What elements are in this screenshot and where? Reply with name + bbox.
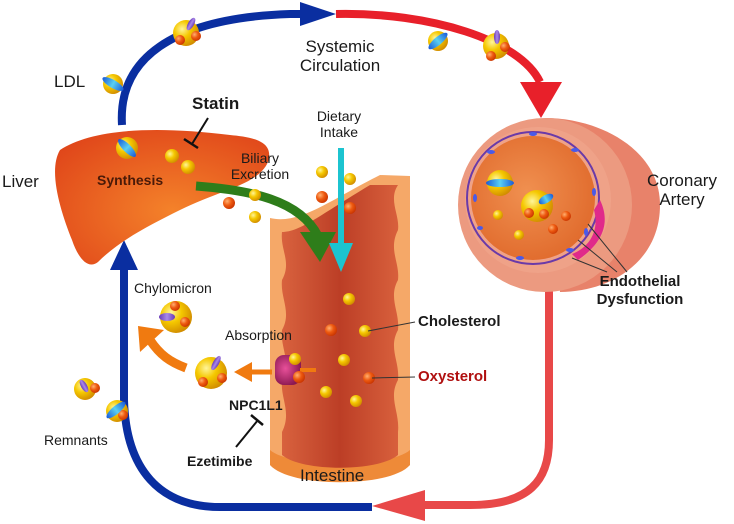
liver <box>55 130 270 265</box>
liver-label: Liver <box>2 172 39 191</box>
statin-label: Statin <box>192 94 240 113</box>
arrowhead-cyan <box>329 243 353 272</box>
nascent-chylomicron-particle <box>195 355 227 389</box>
ldl-particle-systemic <box>428 31 448 51</box>
ldl-label: LDL <box>54 72 86 91</box>
oxysterol-label: Oxysterol <box>418 368 488 385</box>
systemic-circulation-arrow-blue <box>117 10 308 126</box>
systemic-circulation-label: Systemic Circulation <box>299 37 381 75</box>
chylomicron-arrow <box>146 337 188 373</box>
cholesterol-pointer <box>367 321 416 332</box>
remnant-particle-1 <box>74 378 100 400</box>
dietary-intake-label: Dietary Intake <box>316 108 362 140</box>
oxysterol-pointer <box>371 376 416 379</box>
arrowhead-green <box>300 232 336 262</box>
vldl-particle-top <box>173 17 201 46</box>
cholesterol-label: Cholesterol <box>418 313 501 330</box>
biliary-excretion-arrow <box>195 181 323 239</box>
liver-ldl-particle <box>116 137 138 159</box>
arrowhead-red-bottom <box>372 490 425 521</box>
systemic-circulation-arrow-red <box>335 9 544 84</box>
biliary-excretion-label: Biliary Excretion <box>230 150 290 182</box>
endothelial-dysfunction-label: Endothelial Dysfunction <box>596 273 684 308</box>
ldl-particle <box>102 74 124 94</box>
ezetimibe-inhibition-line <box>235 419 259 448</box>
remnant-particle-2 <box>106 400 128 422</box>
ezetimibe-label: Ezetimibe <box>187 453 253 469</box>
vldl-particle-systemic <box>483 30 510 61</box>
statin-inhibition-line <box>191 117 209 145</box>
arrowhead-red-artery <box>520 82 562 118</box>
absorption-label: Absorption <box>225 327 292 343</box>
return-arrow-red <box>420 268 553 509</box>
synthesis-label: Synthesis <box>97 172 164 188</box>
absorption-arrowhead <box>234 362 252 382</box>
npc1l1-transporter <box>275 353 316 385</box>
ldl-particle-in-artery <box>486 170 514 196</box>
intestine-sterols <box>320 293 375 407</box>
chylomicron-label: Chylomicron <box>134 280 212 296</box>
arrowhead-blue-top <box>300 2 336 26</box>
arrowhead-blue-liver <box>110 240 138 270</box>
npc1l1-label: NPC1L1 <box>229 397 283 413</box>
intestine-label: Intestine <box>300 466 365 485</box>
coronary-artery <box>458 118 660 292</box>
chylomicron-particle <box>159 301 192 333</box>
coronary-artery-label: Coronary Artery <box>647 171 717 209</box>
oxidized-ldl-particle <box>521 190 554 222</box>
remnants-label: Remnants <box>44 432 108 448</box>
intestine <box>270 175 410 483</box>
